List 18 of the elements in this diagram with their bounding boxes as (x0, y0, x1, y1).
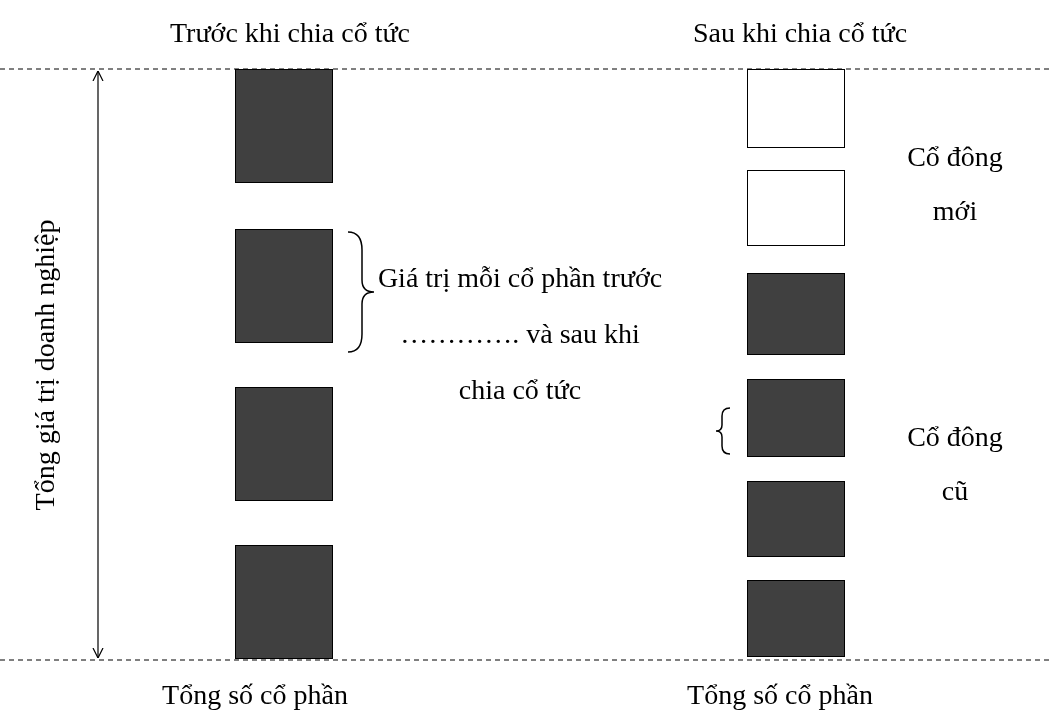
share-block (235, 545, 333, 659)
column-heading: Sau khi chia cổ tức (691, 16, 909, 50)
share-block (235, 229, 333, 343)
column-footer: Tổng số cổ phần (130, 672, 380, 718)
annotation-text: Giá trị mỗi cổ phần trước …………. và sau khi chia cổ tức (376, 261, 664, 407)
share-block (747, 170, 845, 246)
share-block (747, 580, 845, 657)
share-block (235, 69, 333, 183)
group-label: Cổ đông mới (906, 140, 1004, 228)
share-block (747, 69, 845, 148)
share-block (747, 481, 845, 557)
column-footer: Tổng số cổ phần (655, 672, 905, 718)
share-block (235, 387, 333, 501)
column-heading: Trước khi chia cổ tức (168, 16, 412, 50)
axis-label: Tổng giá trị doanh nghiệp (28, 218, 61, 513)
share-block (747, 379, 845, 457)
share-block (747, 273, 845, 355)
group-label: Cổ đông cũ (906, 420, 1004, 508)
